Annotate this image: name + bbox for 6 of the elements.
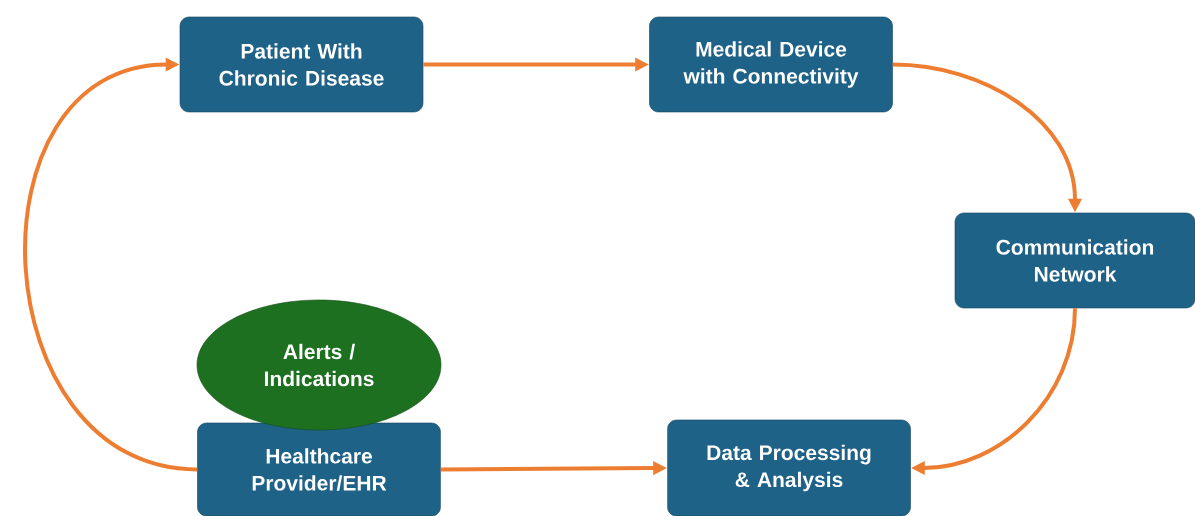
process-box: Medical Device with Connectivity (649, 16, 893, 113)
process-box: Data Processing & Analysis (667, 419, 911, 516)
process-box: Patient With Chronic Disease (179, 16, 424, 113)
process-box: Communication Network (954, 212, 1195, 309)
arrow (23, 57, 198, 472)
process-box: Healthcare Provider/EHR (197, 422, 441, 516)
